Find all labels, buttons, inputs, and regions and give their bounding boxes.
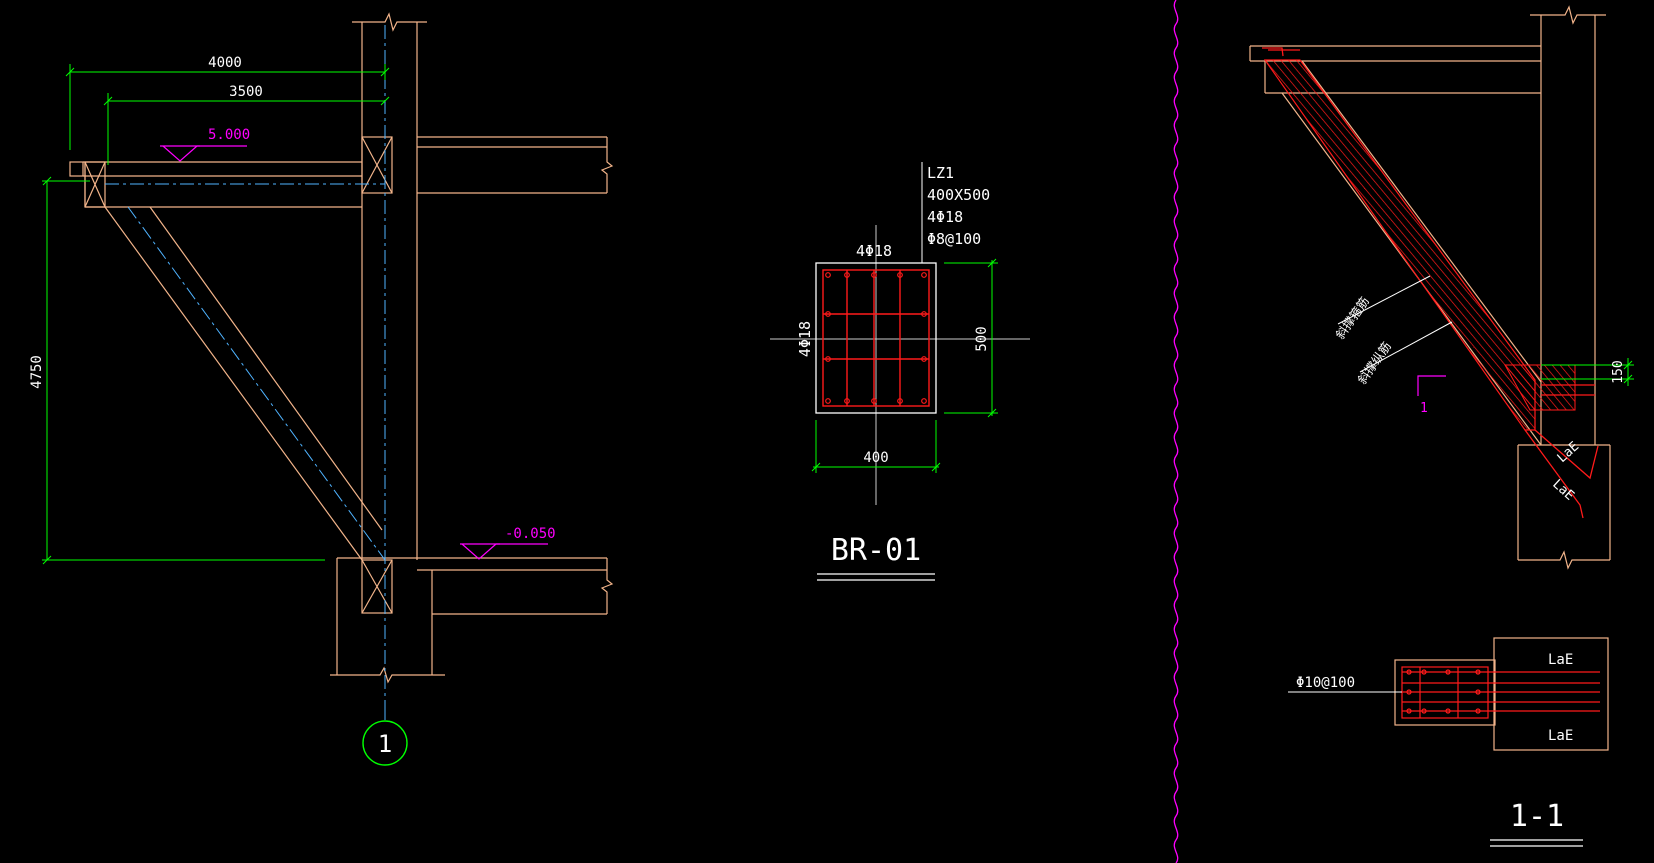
dim-inner-span: 3500 [229, 84, 263, 100]
diagonal-brace [104, 206, 383, 561]
section-height: 500 [974, 326, 990, 351]
callout-line-4: Φ8@100 [927, 230, 981, 248]
stirrup-label: Φ10@100 [1296, 675, 1355, 691]
elevation-view [69, 12, 614, 684]
section-width: 400 [863, 450, 888, 466]
callout-line-3: 4Φ18 [927, 208, 963, 226]
column-outline [352, 12, 427, 560]
detail-1-1 [1249, 5, 1634, 847]
centerlines [105, 25, 386, 720]
elevation-dimensions [42, 64, 390, 565]
brace-longitudinal-bars [1262, 47, 1599, 519]
level-markers [160, 145, 548, 560]
break-line-divider [1173, 0, 1179, 863]
top-beam-left [69, 161, 362, 208]
dim-top-span: 4000 [208, 55, 242, 71]
dim-150: 150 [1611, 360, 1626, 383]
level-bottom: -0.050 [505, 526, 556, 542]
level-top: 5.000 [208, 127, 250, 143]
foundation [330, 558, 445, 684]
axis-label: 1 [378, 730, 392, 758]
rebar-dots [825, 272, 927, 404]
side-bars-label: 4Φ18 [796, 321, 814, 357]
detail-title: 1-1 [1510, 799, 1564, 834]
anchor-detail [1288, 637, 1609, 751]
br01-title: BR-01 [831, 533, 921, 568]
top-bars-label: 4Φ18 [856, 242, 892, 260]
lae-brace-a: LaE [1555, 439, 1582, 466]
leader-stirrup-text: 斜撑箍筋 [1332, 294, 1372, 342]
top-beam-right [361, 136, 614, 194]
callout-line-2: 400X500 [927, 186, 990, 204]
section-br01 [770, 162, 1030, 581]
bottom-beam [337, 557, 614, 615]
brace-rebar-hatch [1263, 59, 1536, 431]
column-rebar [822, 269, 930, 407]
dim-height: 4750 [29, 355, 45, 389]
lae-brace-b: LaE [1549, 477, 1576, 504]
axis-bubble [362, 705, 408, 766]
callout-line-1: LZ1 [927, 164, 954, 182]
section-mark-label: 1 [1420, 401, 1428, 416]
lae-bottom-label: LaE [1548, 728, 1573, 744]
lae-top-label: LaE [1548, 652, 1573, 668]
column-section-outline [815, 262, 937, 414]
leader-bar-text: 斜撑纵筋 [1354, 339, 1394, 387]
